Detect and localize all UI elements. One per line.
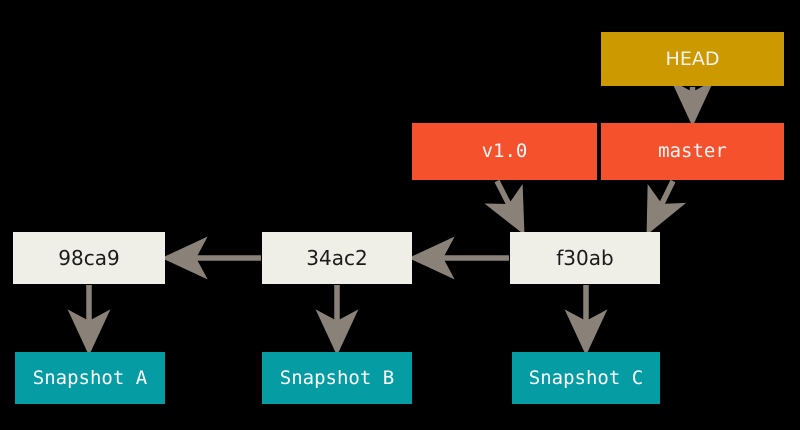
branch-node-label: master (658, 140, 727, 162)
branch-node-master[interactable]: master (601, 123, 784, 180)
head-node[interactable]: HEAD (601, 32, 784, 86)
commit-node-98ca9[interactable]: 98ca9 (13, 232, 165, 284)
snapshot-node-a[interactable]: Snapshot A (15, 352, 165, 404)
snapshot-node-label: Snapshot A (32, 366, 148, 389)
edge-v10-to-f30ab (484, 179, 525, 235)
tag-node-label: v1.0 (481, 140, 528, 162)
edge-master-to-f30ab (646, 179, 687, 235)
snapshot-node-c[interactable]: Snapshot C (512, 352, 660, 404)
snapshot-node-label: Snapshot B (279, 366, 395, 389)
commit-node-f30ab[interactable]: f30ab (510, 232, 660, 284)
snapshot-node-label: Snapshot C (528, 366, 644, 389)
commit-node-label: 34ac2 (306, 246, 368, 270)
tag-node-v1-0[interactable]: v1.0 (412, 123, 597, 180)
commit-node-label: f30ab (556, 246, 614, 270)
commit-node-34ac2[interactable]: 34ac2 (262, 232, 412, 284)
snapshot-node-b[interactable]: Snapshot B (262, 352, 412, 404)
commit-node-label: 98ca9 (58, 246, 120, 270)
head-node-label: HEAD (665, 47, 720, 70)
